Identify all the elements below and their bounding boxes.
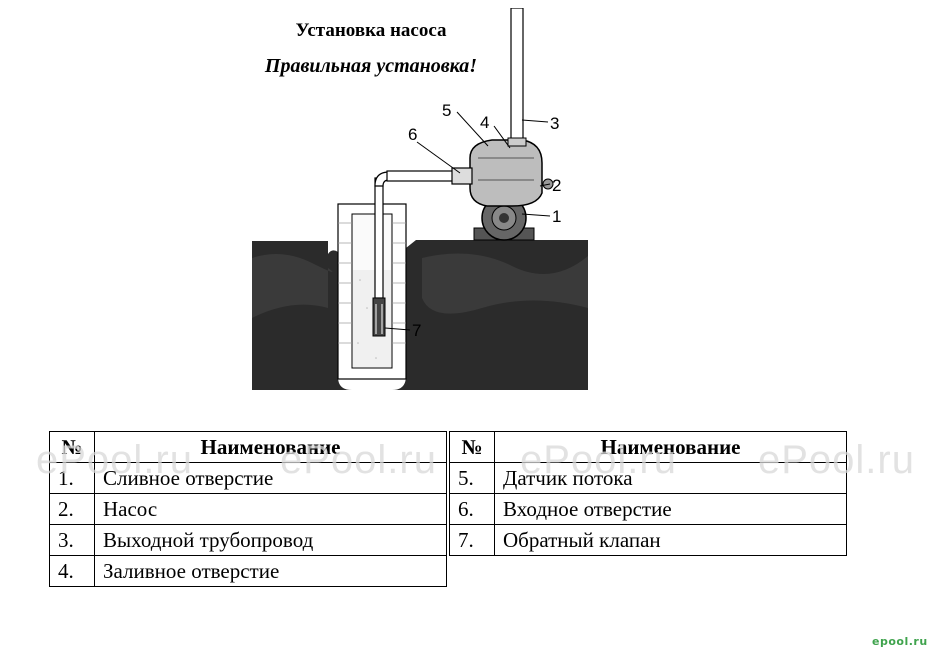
table-row: 1. Сливное отверстие — [49, 462, 447, 494]
table-row: 5. Датчик потока — [449, 462, 847, 494]
table-row: 6. Входное отверстие — [449, 493, 847, 525]
horizontal-pipe — [386, 170, 458, 182]
row-name: Датчик потока — [494, 462, 847, 494]
row-name: Заливное отверстие — [94, 555, 447, 587]
table-row: 7. Обратный клапан — [449, 524, 847, 556]
callout-leaders — [384, 111, 551, 331]
table-row: 2. Насос — [49, 493, 447, 525]
row-name: Обратный клапан — [494, 524, 847, 556]
row-num: 6. — [449, 493, 495, 525]
diagram-subtitle: Правильная установка! — [264, 55, 478, 77]
row-num: 3. — [49, 524, 95, 556]
inlet-flange — [451, 167, 473, 185]
diagram-title: Установка насоса — [295, 20, 447, 41]
check-valve — [372, 297, 386, 337]
table-header-row: № Наименование — [449, 431, 847, 463]
row-num: 4. — [49, 555, 95, 587]
row-num: 1. — [49, 462, 95, 494]
pump-installation-diagram: 1 2 3 4 5 6 7 — [252, 8, 588, 390]
callout-2: 2 — [552, 176, 561, 195]
header-name: Наименование — [94, 431, 447, 463]
callout-labels: 1 2 3 4 5 6 7 — [408, 101, 561, 340]
row-num: 2. — [49, 493, 95, 525]
row-num: 7. — [449, 524, 495, 556]
table-row: 3. Выходной трубопровод — [49, 524, 447, 556]
header-num: № — [49, 431, 95, 463]
callout-5: 5 — [442, 101, 451, 120]
callout-3: 3 — [550, 114, 559, 133]
callout-1: 1 — [552, 207, 561, 226]
suction-pipe — [374, 177, 384, 299]
table-header-row: № Наименование — [49, 431, 447, 463]
ground-texture — [252, 253, 588, 318]
parts-table-right: № Наименование 5. Датчик потока 6. Входн… — [449, 431, 847, 556]
callout-7: 7 — [412, 321, 421, 340]
row-name: Выходной трубопровод — [94, 524, 447, 556]
pump-body — [469, 139, 543, 207]
table-row: 4. Заливное отверстие — [49, 555, 447, 587]
site-logo[interactable]: epool.ru — [872, 635, 928, 648]
header-name: Наименование — [494, 431, 847, 463]
parts-table-left: № Наименование 1. Сливное отверстие 2. Н… — [49, 431, 447, 587]
header-num: № — [449, 431, 495, 463]
row-name: Сливное отверстие — [94, 462, 447, 494]
row-name: Входное отверстие — [494, 493, 847, 525]
well-bricks — [338, 222, 406, 344]
outlet-pipe — [510, 8, 524, 145]
callout-4: 4 — [480, 113, 489, 132]
callout-6: 6 — [408, 125, 417, 144]
row-num: 5. — [449, 462, 495, 494]
row-name: Насос — [94, 493, 447, 525]
